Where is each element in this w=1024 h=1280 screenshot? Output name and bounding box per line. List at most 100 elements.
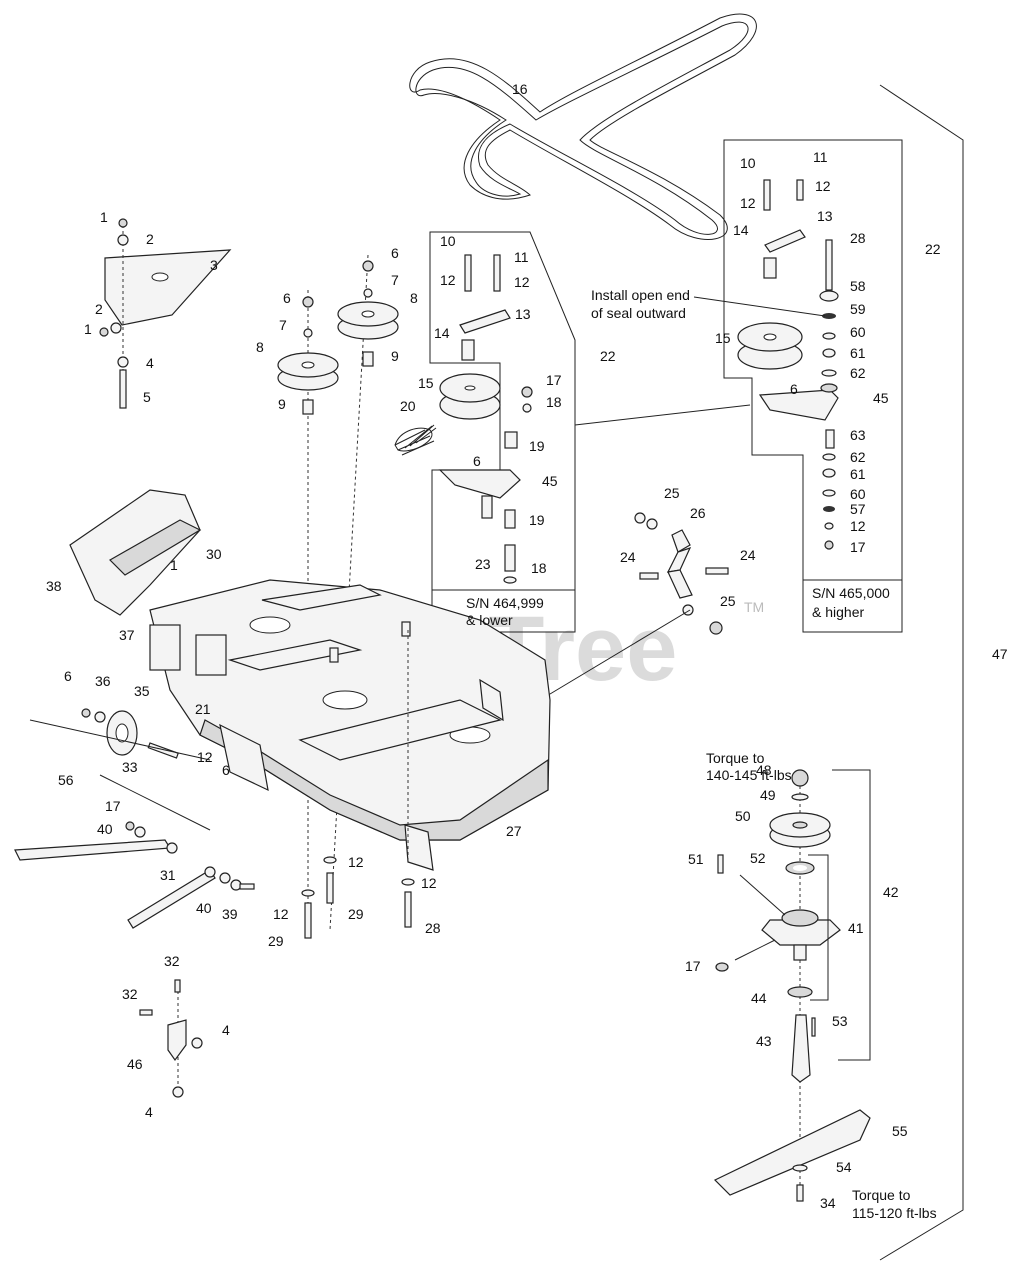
callout-c6e: 6 (64, 668, 72, 684)
callout-c13a: 13 (515, 306, 531, 322)
callout-c3: 3 (210, 257, 218, 273)
callout-c5: 5 (143, 389, 151, 405)
callout-c54: 54 (836, 1159, 852, 1175)
note-sn-high-line1: S/N 465,000 (812, 585, 890, 601)
callout-c45a: 45 (542, 473, 558, 489)
callout-c19a: 19 (529, 438, 545, 454)
callout-c12e: 12 (850, 518, 866, 534)
mower-deck (149, 579, 551, 841)
callout-c7b: 7 (279, 317, 287, 333)
callout-c25b: 25 (720, 593, 736, 609)
leader-22-left (574, 404, 751, 426)
callout-c42: 42 (883, 884, 899, 900)
callout-c60b: 60 (850, 486, 866, 502)
callout-c12h: 12 (421, 875, 437, 891)
callout-c40a: 40 (97, 821, 113, 837)
callout-c56: 56 (58, 772, 74, 788)
trademark-mark: TM (744, 599, 764, 615)
callout-c47: 47 (992, 646, 1008, 662)
callout-c59: 59 (850, 301, 866, 317)
callout-c12a: 12 (440, 272, 456, 288)
note-torque-bottom-line1: Torque to (852, 1187, 911, 1203)
callout-c26: 26 (690, 505, 706, 521)
bracket-42 (832, 769, 871, 1061)
callout-c39: 39 (222, 906, 238, 922)
callout-c20: 20 (400, 398, 416, 414)
callout-c1a: 1 (100, 209, 108, 225)
note-torque-top-line2: 140-145 ft-lbs (706, 767, 792, 783)
callout-c29a: 29 (268, 933, 284, 949)
callout-c6d: 6 (790, 381, 798, 397)
callout-c4c: 4 (145, 1104, 153, 1120)
deck-bolts (301, 630, 415, 939)
callout-c6f: 6 (222, 762, 230, 778)
note-torque-bottom-line2: 115-120 ft-lbs (852, 1205, 937, 1221)
note-sn-low-line1: S/N 464,999 (466, 595, 544, 611)
leader-seal (693, 296, 826, 317)
note-sn-high: S/N 465,000 & higher (812, 585, 890, 620)
callout-c10b: 10 (740, 155, 756, 171)
callout-c6c: 6 (473, 453, 481, 469)
deflector-bracket-assembly (99, 218, 232, 409)
callout-c22a: 22 (600, 348, 616, 364)
note-sn-high-line2: & higher (812, 604, 864, 620)
idler-arm-assembly-low (438, 254, 533, 584)
callout-c19b: 19 (529, 512, 545, 528)
callout-c44: 44 (751, 990, 767, 1006)
bracket-47 (879, 84, 964, 1261)
note-seal: Install open end of seal outward (591, 287, 690, 321)
callout-c11a: 11 (514, 249, 529, 265)
callout-c61a: 61 (850, 345, 866, 361)
callout-c8b: 8 (256, 339, 264, 355)
callout-c46: 46 (127, 1056, 143, 1072)
callout-c6b: 6 (283, 290, 291, 306)
spindle-assembly (713, 769, 871, 1202)
deck-brackets (149, 621, 504, 871)
callout-c14a: 14 (434, 325, 450, 341)
callout-c12i: 12 (273, 906, 289, 922)
idler-pulley-left (277, 290, 339, 920)
callout-c12g: 12 (348, 854, 364, 870)
callout-c9a: 9 (391, 348, 399, 364)
callout-c21: 21 (195, 701, 211, 717)
callout-c27: 27 (506, 823, 522, 839)
callout-c32a: 32 (164, 953, 180, 969)
chain-assembly (634, 512, 729, 635)
callout-c58: 58 (850, 278, 866, 294)
callout-c40b: 40 (196, 900, 212, 916)
callout-c38: 38 (46, 578, 62, 594)
callout-c8a: 8 (410, 290, 418, 306)
bracket-46 (139, 979, 203, 1098)
callout-c22b: 22 (925, 241, 941, 257)
callout-c53: 53 (832, 1013, 848, 1029)
sn-high-box (723, 139, 903, 633)
callout-c17a: 17 (546, 372, 562, 388)
callout-c4a: 4 (146, 355, 154, 371)
note-torque-top: Torque to 140-145 ft-lbs (706, 750, 792, 783)
callout-c12b: 12 (514, 274, 530, 290)
callout-c16: 16 (512, 81, 528, 97)
callout-c17b: 17 (850, 539, 866, 555)
callout-c28b: 28 (425, 920, 441, 936)
note-torque-bottom: Torque to 115-120 ft-lbs (852, 1187, 937, 1221)
callout-c57: 57 (850, 501, 866, 517)
bracket-41 (808, 854, 829, 1001)
lift-arms (14, 821, 255, 929)
note-seal-line1: Install open end (591, 287, 690, 303)
callout-c1c: 1 (170, 557, 178, 573)
leader-17d (734, 939, 776, 961)
callout-c63: 63 (850, 427, 866, 443)
callout-c45b: 45 (873, 390, 889, 406)
callout-c33: 33 (122, 759, 138, 775)
discharge-chute (69, 489, 202, 616)
callout-c32b: 32 (122, 986, 138, 1002)
callout-c10a: 10 (440, 233, 456, 249)
callout-c12c: 12 (740, 195, 756, 211)
callout-c11b: 11 (813, 149, 828, 165)
callout-c24b: 24 (740, 547, 756, 563)
callout-c17d: 17 (685, 958, 701, 974)
callout-c6a: 6 (391, 245, 399, 261)
callout-c35: 35 (134, 683, 150, 699)
callout-c55: 55 (892, 1123, 908, 1139)
